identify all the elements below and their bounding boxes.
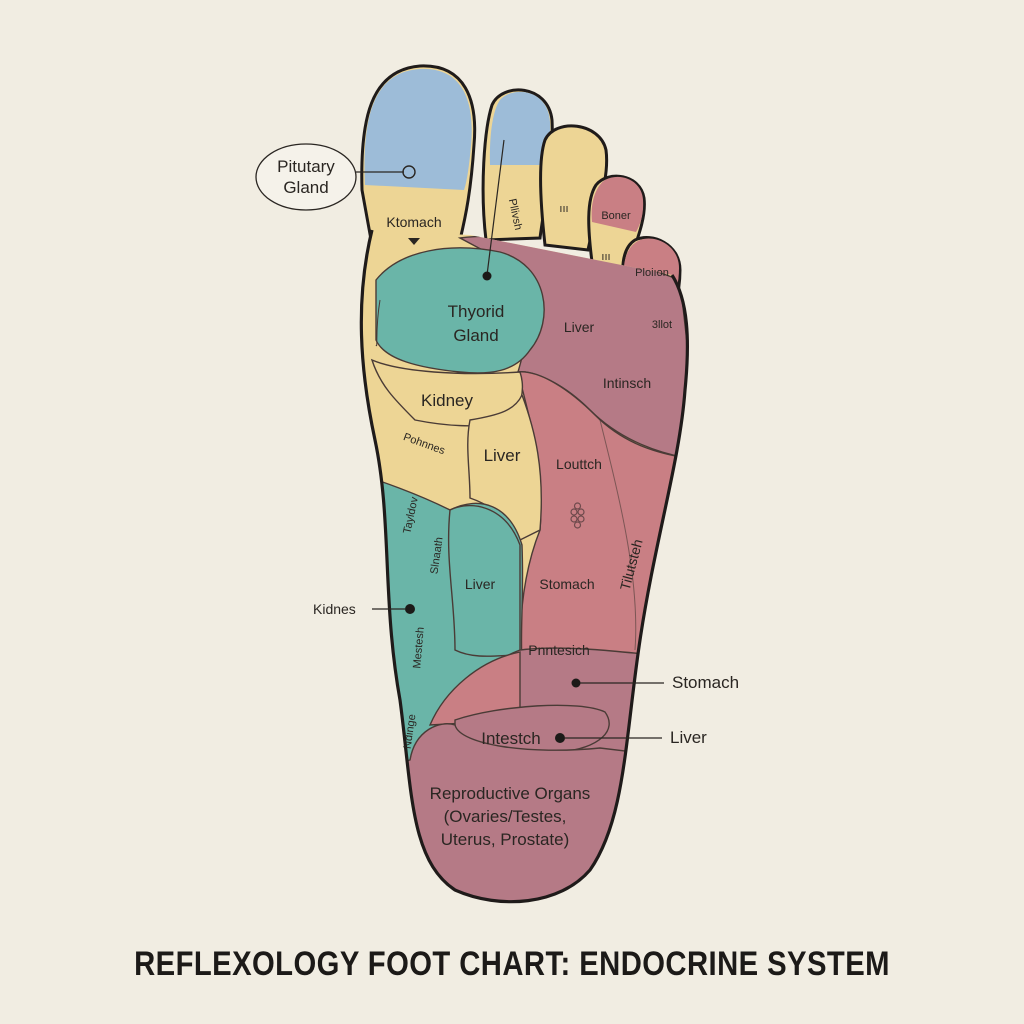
liver-low-label: Liver — [465, 576, 496, 592]
toe5b-label: 3llot — [652, 319, 672, 331]
kidnes-callout-label: Kidnes — [313, 601, 356, 617]
zone-liver-low — [447, 504, 521, 657]
louttch-label: Louttch — [556, 456, 602, 472]
toe5-label: Ploiıon — [635, 267, 669, 279]
zone-liver-mid — [467, 393, 543, 541]
second-toe-tip — [489, 91, 551, 165]
liver-top-label: Liver — [564, 319, 595, 335]
thyroid-label-1: Thyorid — [448, 302, 505, 321]
stomach-callout-label: Stomach — [672, 673, 739, 692]
zone-rose-left-heel — [428, 651, 521, 726]
stomach-mid-label: Stomach — [539, 576, 594, 592]
liver-marker — [555, 733, 565, 743]
stomach-marker — [571, 678, 581, 688]
liver-callout-label: Liver — [670, 728, 707, 747]
intinsch-label: Intinsch — [603, 375, 651, 391]
fourth-toe-tip — [591, 176, 644, 232]
mestesh-label: Mestesh — [411, 627, 427, 669]
thyroid-label-2: Gland — [453, 326, 498, 345]
intestch-label: Intestch — [481, 729, 541, 748]
organ-glyph-icon — [570, 502, 585, 529]
kidnes-marker — [405, 604, 415, 614]
repro-label-3: Uterus, Prostate) — [441, 830, 570, 849]
pnntesich-label: Pnntesich — [528, 642, 589, 658]
toe3-label: ııı — [559, 203, 568, 215]
repro-label-1: Reproductive Organs — [430, 784, 591, 803]
pituitary-callout-bubble — [255, 143, 357, 211]
toe4-label: Boner — [601, 210, 631, 222]
chart-title: REFLEXOLOGY FOOT CHART: ENDOCRINE SYSTEM — [134, 945, 890, 983]
pituitary-marker — [402, 165, 416, 179]
ktomach-arrow-icon — [408, 238, 420, 245]
kidney-label: Kidney — [421, 391, 473, 410]
toes — [360, 64, 682, 348]
ndinge-label: Ndinge — [402, 713, 419, 749]
repro-label-2: (Ovaries/Testes, — [444, 807, 567, 826]
slnaath-label: Slnaath — [428, 536, 445, 575]
big-toe-tip — [364, 68, 472, 190]
ktomach-label: Ktomach — [386, 214, 441, 230]
pituitary-label-2: Gland — [283, 178, 328, 197]
foot-outline — [359, 229, 689, 904]
liver-mid-label: Liver — [484, 446, 521, 465]
thyroid-marker — [482, 271, 492, 281]
pituitary-label-1: Pitutary — [277, 157, 335, 176]
zone-thyroid — [375, 247, 545, 374]
toe4b-label: ııı — [601, 251, 610, 263]
